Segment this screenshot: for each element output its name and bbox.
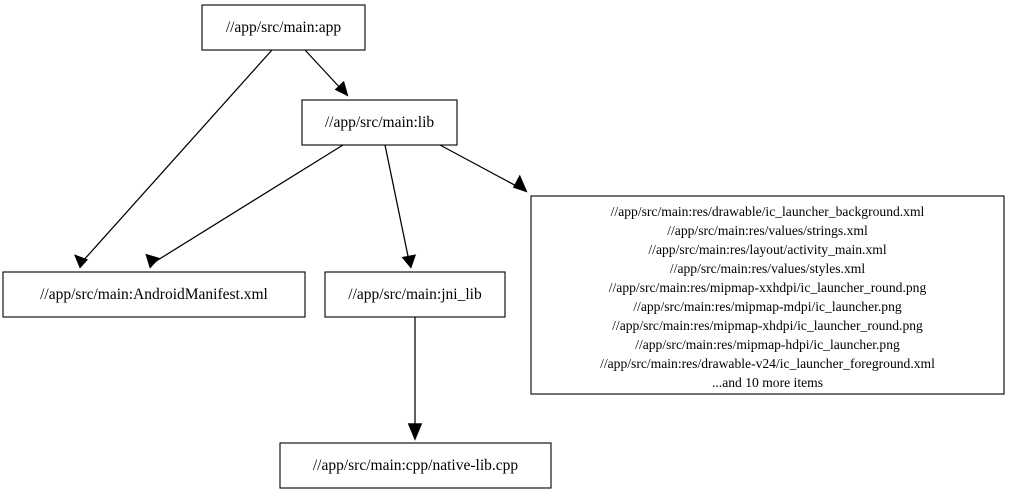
resource-line-3: //app/src/main:res/layout/activity_main.… xyxy=(648,242,886,257)
arrowhead-icon xyxy=(401,254,417,269)
node-label: //app/src/main:AndroidManifest.xml xyxy=(40,286,268,303)
node-box[interactable] xyxy=(201,4,366,51)
node-label: //app/src/main:jni_lib xyxy=(348,286,482,303)
resource-line-6: //app/src/main:res/mipmap-mdpi/ic_launch… xyxy=(633,299,902,314)
edge-lib-to-resources xyxy=(439,144,528,193)
node-box[interactable] xyxy=(279,442,552,489)
edge-lib-to-jni-lib xyxy=(384,144,417,269)
edge-lib-to-manifest xyxy=(145,144,344,269)
resource-line-9: //app/src/main:res/drawable-v24/ic_launc… xyxy=(600,356,935,371)
node-resources-group[interactable]: //app/src/main:res/drawable/ic_launcher_… xyxy=(530,195,1005,395)
node-native-lib-cpp[interactable]: //app/src/main:cpp/native-lib.cpp xyxy=(279,442,552,489)
resource-more-items-label: ...and 10 more items xyxy=(712,375,823,390)
edge-line xyxy=(152,144,344,264)
arrowhead-icon xyxy=(73,254,89,269)
edge-app-to-lib xyxy=(304,49,349,97)
nodes-layer: //app/src/main:app //app/src/main:lib //… xyxy=(2,4,1005,489)
resource-line-8: //app/src/main:res/mipmap-hdpi/ic_launch… xyxy=(635,337,900,352)
edge-app-to-manifest xyxy=(73,49,273,269)
edge-line xyxy=(81,49,273,263)
resource-line-7: //app/src/main:res/mipmap-xhdpi/ic_launc… xyxy=(612,318,923,333)
node-app[interactable]: //app/src/main:app xyxy=(201,4,366,51)
resource-line-5: //app/src/main:res/mipmap-xxhdpi/ic_laun… xyxy=(609,280,927,295)
resource-line-1: //app/src/main:res/drawable/ic_launcher_… xyxy=(611,204,925,219)
node-label: //app/src/main:lib xyxy=(325,114,435,131)
node-box[interactable] xyxy=(301,99,458,146)
arrowhead-icon xyxy=(145,253,160,269)
arrowhead-icon xyxy=(512,174,528,193)
node-box[interactable] xyxy=(324,271,506,318)
edge-line xyxy=(384,144,410,262)
node-box[interactable] xyxy=(530,195,1005,395)
edges-layer xyxy=(73,49,528,441)
node-label: //app/src/main:app xyxy=(226,19,342,36)
edge-line xyxy=(439,144,523,190)
edge-line xyxy=(304,49,344,92)
arrowhead-icon xyxy=(334,80,349,97)
node-box[interactable] xyxy=(2,271,306,318)
node-lib[interactable]: //app/src/main:lib xyxy=(301,99,458,146)
edge-jni-lib-to-native-lib xyxy=(407,317,423,441)
arrowhead-icon xyxy=(407,423,423,441)
node-jni-lib[interactable]: //app/src/main:jni_lib xyxy=(324,271,506,318)
node-android-manifest[interactable]: //app/src/main:AndroidManifest.xml xyxy=(2,271,306,318)
node-label: //app/src/main:cpp/native-lib.cpp xyxy=(313,457,519,474)
resource-line-2: //app/src/main:res/values/strings.xml xyxy=(667,223,868,238)
resource-line-4: //app/src/main:res/values/styles.xml xyxy=(670,261,865,276)
